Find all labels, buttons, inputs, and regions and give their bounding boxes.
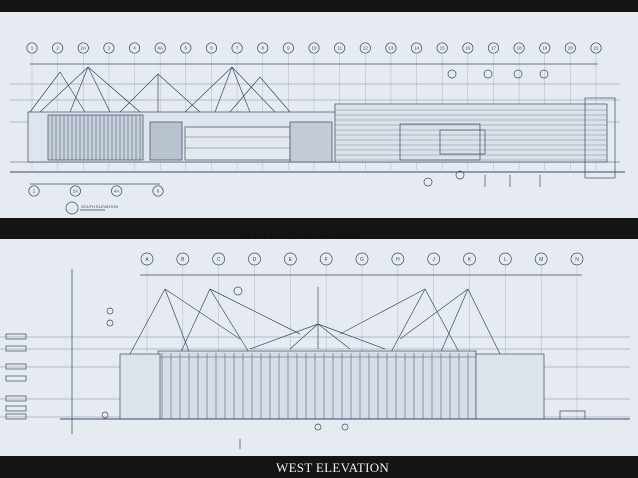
south-grid-bubble <box>52 42 64 54</box>
south-grid-label: 3 <box>108 46 111 51</box>
south-grid-label: 11 <box>337 46 342 51</box>
south-grid-label: 21 <box>593 46 599 51</box>
south-grid-bubble <box>205 42 218 54</box>
south-grid-label: 19 <box>542 46 548 51</box>
south-grid-label: 18 <box>517 46 523 51</box>
west-level-tags <box>5 333 27 420</box>
west-grid-bubble <box>140 252 154 266</box>
south-grid-label: 2A <box>81 46 87 51</box>
west-grid-label: B <box>181 257 185 263</box>
south-grid-label: 10 <box>311 46 317 51</box>
west-markers <box>101 286 349 449</box>
south-grid-label: 12 <box>363 46 369 51</box>
west-grid-bubble <box>283 252 297 266</box>
west-grid-label: G <box>360 257 364 263</box>
west-grid-bubble <box>212 252 226 266</box>
south-grid-label: 15 <box>440 46 446 51</box>
south-grid-bubble <box>231 42 243 54</box>
south-grid-bubble <box>462 42 474 54</box>
south-grid-bubble <box>539 42 551 54</box>
west-grid-bubble <box>463 252 476 266</box>
south-grid-label: 4A <box>157 46 163 51</box>
west-grid-label: A <box>145 257 149 263</box>
south-grid-bubble <box>487 42 500 54</box>
south-grid-bubble <box>334 42 346 54</box>
south-grid-label: 17 <box>491 46 497 51</box>
west-grid-bubble <box>355 252 369 266</box>
south-grid-label: 1 <box>31 46 34 51</box>
south-grid-bottom-label: 6 <box>157 189 160 194</box>
south-grid-bubble <box>154 42 166 54</box>
south-grid-bottom-bubble <box>69 185 81 197</box>
south-grid-label: 14 <box>414 46 420 51</box>
west-mast-cables <box>129 287 501 355</box>
south-grid-bubble <box>564 42 576 54</box>
west-grid-label: J <box>432 257 435 263</box>
west-grid-label: F <box>325 257 328 263</box>
south-grid-bubble <box>26 42 38 54</box>
south-grid-bubble <box>282 42 294 54</box>
south-mast-cables-right <box>184 66 291 113</box>
south-grid-bottom-bubble <box>111 185 123 197</box>
south-grid-label: 6 <box>210 46 213 51</box>
west-grid-bubble <box>570 252 584 266</box>
south-level-markers <box>423 69 549 187</box>
south-grid-label: 7 <box>236 46 239 51</box>
west-grid-bubble <box>248 252 261 266</box>
south-grid-bubble <box>410 42 423 54</box>
west-grid-label: D <box>253 257 257 263</box>
south-grid-bubble <box>180 42 192 54</box>
south-grid-bottom-label: 1 <box>33 189 36 194</box>
south-grid-bottom-label: 2A <box>73 189 79 194</box>
west-grid-bubble <box>534 252 548 266</box>
west-grid-bubble <box>498 252 512 266</box>
south-drawing-title-bubble <box>65 201 79 215</box>
south-grid-bubble <box>436 42 448 54</box>
south-grid-label: 2 <box>56 46 59 51</box>
west-grid-label: H <box>396 257 400 263</box>
south-grid-label: 4 <box>133 46 136 51</box>
west-grid-label: M <box>539 257 543 263</box>
west-grid-label: C <box>217 257 221 263</box>
south-grid-bubble <box>103 42 115 54</box>
west-grid-bubble <box>176 252 190 266</box>
west-grid-label: E <box>289 257 293 263</box>
south-grid-label: 13 <box>388 46 394 51</box>
west-grid-label: L <box>504 257 507 263</box>
south-grid-bubble <box>257 42 269 54</box>
west-grid-bubble <box>391 252 405 266</box>
west-grid-label: K <box>468 257 472 263</box>
west-elevation-caption: WEST ELEVATION <box>276 460 390 475</box>
south-grid-bubble <box>77 42 89 54</box>
south-grid-bottom-bubble <box>152 185 164 197</box>
south-grid-bottom-label: 4A <box>114 189 120 194</box>
west-grid-bubble <box>427 252 441 266</box>
south-grid-bubble <box>385 42 397 54</box>
south-grid-bubble <box>590 42 602 54</box>
south-grid-label: 8 <box>261 46 264 51</box>
south-grid-label: 9 <box>287 46 290 51</box>
west-grid-bubble <box>319 252 333 266</box>
south-grid-bubble <box>359 42 371 54</box>
south-grid-bubble <box>128 42 141 54</box>
west-grid-label: N <box>575 257 579 263</box>
south-grid-label: 16 <box>465 46 471 51</box>
south-grid-label: 20 <box>568 46 574 51</box>
south-grid-bubble <box>308 42 320 54</box>
south-mast-cables-left <box>29 66 201 113</box>
south-drawing-title: SOUTH ELEVATION <box>81 204 118 209</box>
south-grid-bubbles-bottom: 1 2A 4A 6 <box>28 185 164 197</box>
south-grid-label: 5 <box>185 46 188 51</box>
south-grid-bottom-bubble <box>28 185 40 197</box>
south-grid-bubble <box>513 42 525 54</box>
